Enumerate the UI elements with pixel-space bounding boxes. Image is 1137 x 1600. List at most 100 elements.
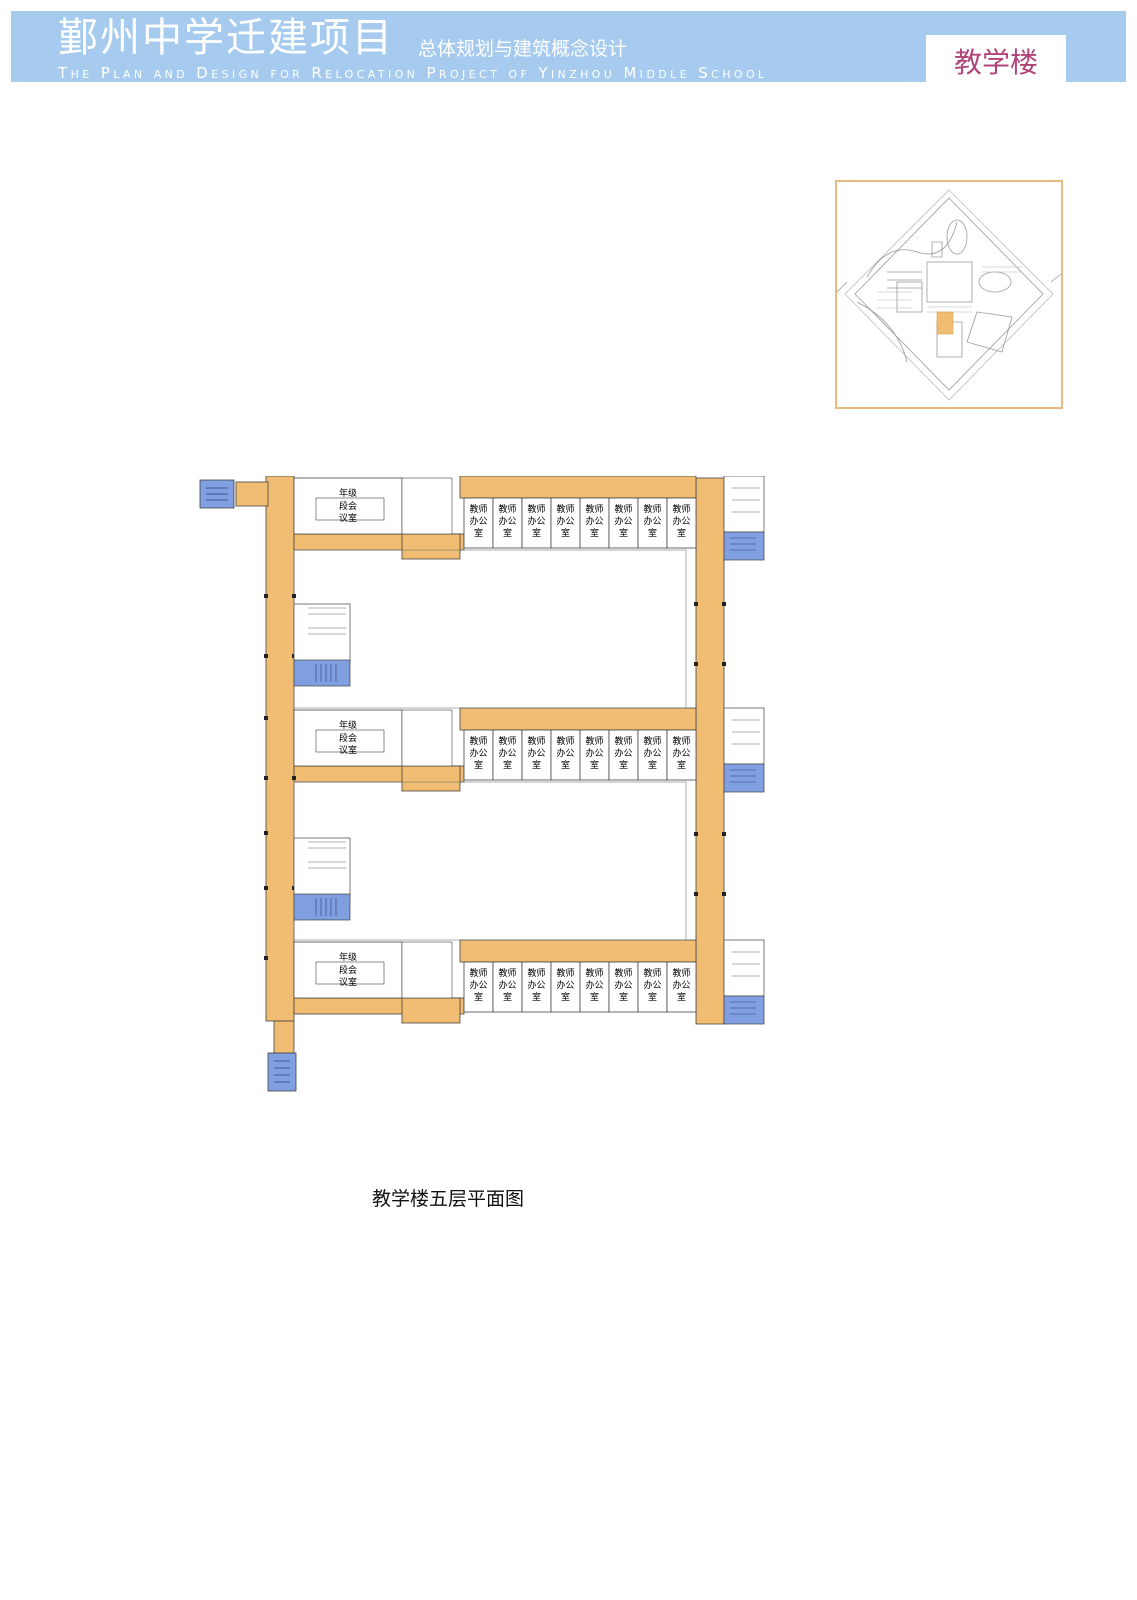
east-service-north [723, 476, 765, 561]
teacher-office-label: 办公 [614, 747, 632, 759]
wing-middle-office-corridor [459, 707, 697, 731]
teacher-office-label: 办公 [498, 747, 516, 759]
teacher-office-label: 办公 [672, 747, 690, 759]
south-corridor-stub [273, 1020, 295, 1054]
teacher-office-label: 室 [532, 527, 541, 539]
project-title-english: The Plan and Design for Relocation Proje… [58, 64, 768, 82]
teacher-office-label: 办公 [643, 979, 661, 991]
west-corridor [265, 476, 295, 1022]
wing-middle-corridor-bend [401, 765, 461, 792]
stair-north-west [293, 659, 351, 687]
stair-middle-east [723, 763, 765, 793]
teacher-office-label: 室 [474, 991, 483, 1003]
meeting-room-label-3: 议室 [339, 976, 357, 988]
section-tag: 教学楼 [926, 35, 1066, 82]
teacher-office-label: 教师 [614, 967, 632, 979]
teacher-office-label: 室 [561, 991, 570, 1003]
teacher-office-label: 室 [677, 527, 686, 539]
east-corridor [695, 477, 725, 1025]
teacher-office-label: 室 [619, 759, 628, 771]
meeting-room-label-1: 年级 [339, 719, 357, 731]
wing-south-corridor-bend [401, 997, 461, 1024]
section-tag-label: 教学楼 [953, 46, 1038, 79]
teacher-office-label: 教师 [614, 503, 632, 515]
teacher-office-label: 教师 [498, 967, 516, 979]
stair-north-east [723, 531, 765, 561]
east-service-middle [723, 707, 765, 793]
teacher-office-label: 教师 [643, 967, 661, 979]
teacher-office-label: 办公 [556, 515, 574, 527]
teacher-office-label: 教师 [527, 503, 545, 515]
teacher-office-label: 教师 [585, 967, 603, 979]
fifth-floor-plan: 年级 段会 议室 教师办公室教师办公室教师办公室教师办公室教师办公室教师办公室教… [199, 476, 765, 1092]
teacher-office-label: 办公 [556, 747, 574, 759]
teacher-office-label: 办公 [469, 747, 487, 759]
meeting-room-label-3: 议室 [339, 744, 357, 756]
teacher-office-label: 办公 [672, 515, 690, 527]
teacher-office-label: 办公 [643, 515, 661, 527]
stair-south-west [293, 893, 351, 921]
teacher-office-label: 办公 [498, 979, 516, 991]
teacher-office-label: 教师 [672, 967, 690, 979]
wing-north: 年级 段会 议室 教师办公室教师办公室教师办公室教师办公室教师办公室教师办公室教… [293, 476, 697, 560]
teacher-office-label: 室 [503, 527, 512, 539]
teacher-office-label: 教师 [556, 503, 574, 515]
east-service-south [723, 939, 765, 1025]
teacher-office-label: 教师 [498, 503, 516, 515]
wing-middle: 年级 段会 议室 教师办公室教师办公室教师办公室教师办公室教师办公室教师办公室教… [293, 707, 697, 792]
teacher-office-label: 办公 [643, 747, 661, 759]
teacher-office-label: 室 [474, 527, 483, 539]
teacher-office-label: 室 [590, 527, 599, 539]
teacher-office-label: 教师 [556, 967, 574, 979]
project-subtitle: 总体规划与建筑概念设计 [418, 38, 628, 60]
teacher-office-label: 教师 [643, 735, 661, 747]
teacher-office-label: 室 [532, 991, 541, 1003]
teacher-office-label: 教师 [556, 735, 574, 747]
meeting-room-label-1: 年级 [339, 487, 357, 499]
teacher-office-label: 办公 [585, 979, 603, 991]
teacher-office-label: 室 [619, 527, 628, 539]
teacher-office-label: 室 [619, 991, 628, 1003]
courtyard-south [293, 781, 687, 941]
stair-south-external [267, 1052, 297, 1092]
teacher-office-label: 教师 [672, 735, 690, 747]
teacher-office-label: 室 [590, 759, 599, 771]
teacher-office-label: 办公 [585, 747, 603, 759]
teacher-office-label: 办公 [469, 515, 487, 527]
teacher-office-label: 办公 [469, 979, 487, 991]
teacher-office-label: 办公 [498, 515, 516, 527]
teacher-office-label: 办公 [527, 979, 545, 991]
teacher-office-label: 教师 [643, 503, 661, 515]
wing-south-office-corridor [459, 939, 697, 963]
open-void [401, 941, 453, 999]
teacher-office-label: 教师 [527, 967, 545, 979]
plan-caption: 教学楼五层平面图 [372, 1188, 525, 1210]
teacher-office-label: 办公 [614, 979, 632, 991]
teacher-office-label: 教师 [527, 735, 545, 747]
teacher-office-label: 办公 [585, 515, 603, 527]
meeting-room-label-2: 段会 [339, 732, 357, 744]
open-void [401, 477, 453, 535]
teacher-office-label: 室 [474, 759, 483, 771]
meeting-table [315, 961, 385, 985]
teacher-office-label: 室 [503, 759, 512, 771]
